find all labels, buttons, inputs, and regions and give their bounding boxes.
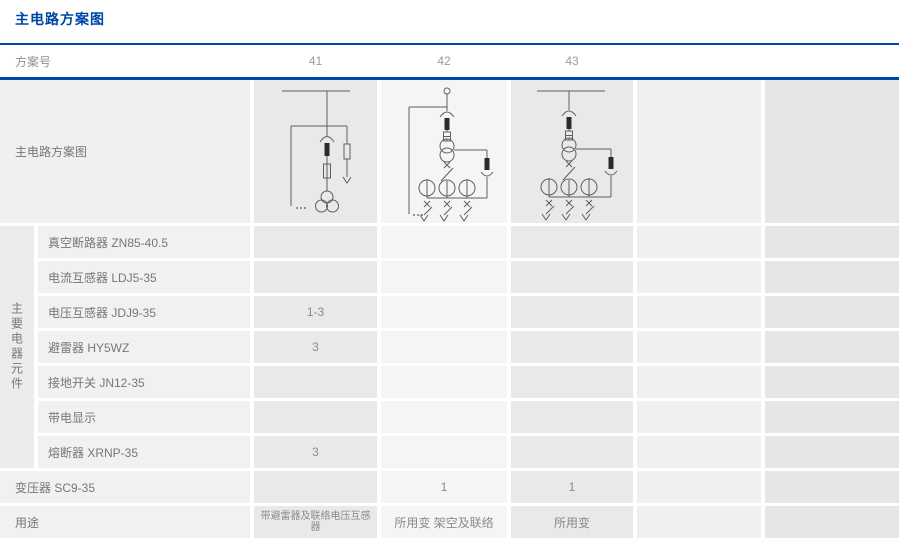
usage-value bbox=[765, 506, 899, 538]
component-value bbox=[765, 261, 899, 293]
component-value bbox=[765, 331, 899, 363]
transformer-value bbox=[765, 471, 899, 503]
component-value bbox=[765, 366, 899, 398]
components-group-label: 主要电器元件 bbox=[0, 226, 34, 468]
component-value: 1-3 bbox=[254, 296, 377, 328]
transformer-value bbox=[637, 471, 761, 503]
scheme-44-diagram-cell bbox=[637, 80, 761, 223]
component-value bbox=[381, 331, 507, 363]
usage-value: 所用变 架空及联络 bbox=[381, 506, 507, 538]
component-name: 避雷器 HY5WZ bbox=[38, 331, 250, 363]
component-name: 真空断路器 ZN85-40.5 bbox=[38, 226, 250, 258]
transformer-row-label: 变压器 SC9-35 bbox=[0, 471, 250, 503]
transformer-value bbox=[254, 471, 377, 503]
component-name: 熔断器 XRNP-35 bbox=[38, 436, 250, 468]
component-value bbox=[511, 296, 633, 328]
component-value bbox=[511, 331, 633, 363]
component-value bbox=[637, 261, 761, 293]
scheme-41-diagram-cell bbox=[254, 80, 377, 223]
component-value bbox=[254, 261, 377, 293]
divider-header bbox=[0, 77, 899, 80]
page-title: 主电路方案图 bbox=[15, 11, 105, 27]
scheme-43-circuit-diagram bbox=[537, 90, 618, 221]
diagram-row-label: 主电路方案图 bbox=[0, 80, 250, 223]
component-value bbox=[511, 226, 633, 258]
component-value bbox=[381, 296, 507, 328]
scheme-header-row: 方案号 41 42 43 bbox=[0, 45, 899, 77]
component-name: 电压互感器 JDJ9-35 bbox=[38, 296, 250, 328]
scheme-number-41: 41 bbox=[308, 54, 323, 68]
component-value bbox=[381, 366, 507, 398]
usage-row-label: 用途 bbox=[0, 506, 250, 538]
scheme-table: 主电路方案图 bbox=[0, 80, 899, 538]
usage-value: 带避雷器及联络电压互感器 bbox=[254, 506, 377, 538]
component-value bbox=[381, 436, 507, 468]
component-value bbox=[511, 261, 633, 293]
component-value bbox=[765, 401, 899, 433]
scheme-number-43: 43 bbox=[565, 54, 579, 68]
component-value bbox=[254, 366, 377, 398]
component-value bbox=[511, 436, 633, 468]
transformer-value: 1 bbox=[381, 471, 507, 503]
scheme-number-label: 方案号 bbox=[15, 54, 52, 69]
scheme-42-diagram-cell bbox=[381, 80, 507, 223]
scheme-43-diagram-cell bbox=[511, 80, 633, 223]
scheme-41-circuit-diagram bbox=[282, 90, 352, 213]
component-value bbox=[381, 261, 507, 293]
component-value bbox=[381, 401, 507, 433]
component-name: 电流互感器 LDJ5-35 bbox=[38, 261, 250, 293]
component-value bbox=[637, 296, 761, 328]
usage-value: 所用变 bbox=[511, 506, 633, 538]
component-value bbox=[511, 401, 633, 433]
scheme-42-circuit-diagram bbox=[408, 87, 494, 222]
component-value bbox=[637, 366, 761, 398]
component-value bbox=[765, 226, 899, 258]
component-value bbox=[637, 401, 761, 433]
component-value bbox=[765, 296, 899, 328]
component-value bbox=[637, 226, 761, 258]
component-value bbox=[511, 366, 633, 398]
scheme-number-42: 42 bbox=[437, 54, 451, 68]
transformer-value: 1 bbox=[511, 471, 633, 503]
component-value bbox=[254, 401, 377, 433]
component-name: 接地开关 JN12-35 bbox=[38, 366, 250, 398]
component-value bbox=[637, 436, 761, 468]
usage-value bbox=[637, 506, 761, 538]
component-value bbox=[254, 226, 377, 258]
divider-top bbox=[0, 43, 899, 45]
component-name: 带电显示 bbox=[38, 401, 250, 433]
component-value bbox=[765, 436, 899, 468]
component-value bbox=[637, 331, 761, 363]
component-value bbox=[381, 226, 507, 258]
scheme-45-diagram-cell bbox=[765, 80, 899, 223]
component-value: 3 bbox=[254, 331, 377, 363]
component-value: 3 bbox=[254, 436, 377, 468]
